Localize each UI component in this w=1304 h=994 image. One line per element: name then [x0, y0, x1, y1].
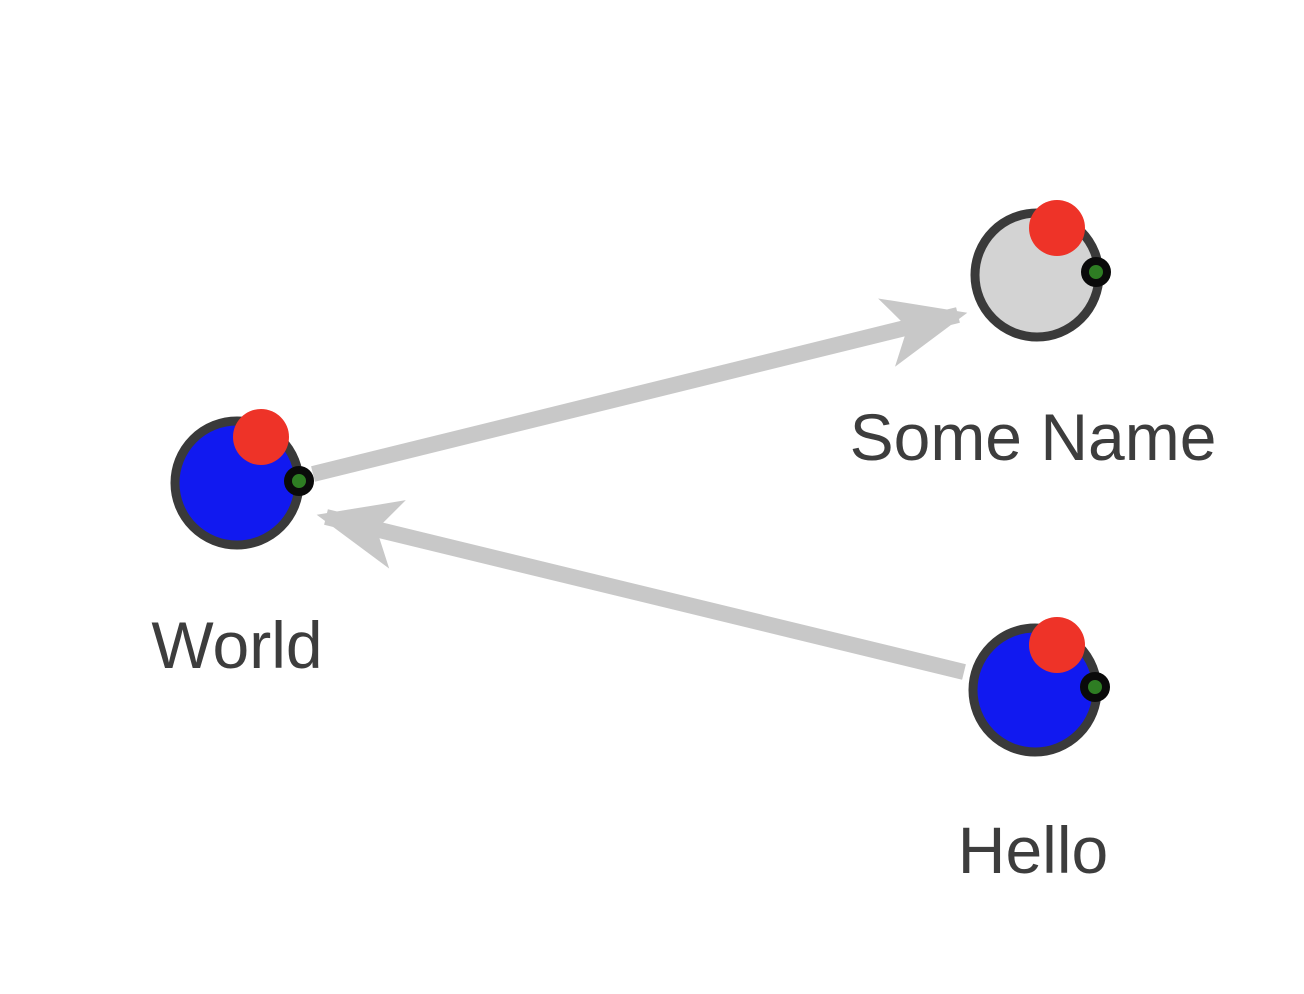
- edge-world-to-some-name[interactable]: [311, 298, 968, 482]
- edge-hello-to-world[interactable]: [316, 500, 966, 680]
- red-badge-icon: [233, 409, 289, 465]
- node-hello[interactable]: Hello: [958, 617, 1110, 887]
- green-status-dot-icon: [1081, 257, 1111, 287]
- node-world-label: World: [151, 608, 322, 682]
- red-badge-icon: [1029, 617, 1085, 673]
- green-status-dot-icon: [284, 466, 314, 496]
- node-world[interactable]: World: [151, 409, 323, 682]
- edge-layer: [311, 298, 968, 680]
- node-some-name[interactable]: Some Name: [850, 200, 1217, 474]
- green-status-dot-icon: [1080, 672, 1110, 702]
- node-some-name-label: Some Name: [850, 400, 1217, 474]
- node-hello-label: Hello: [958, 813, 1108, 887]
- red-badge-icon: [1029, 200, 1085, 256]
